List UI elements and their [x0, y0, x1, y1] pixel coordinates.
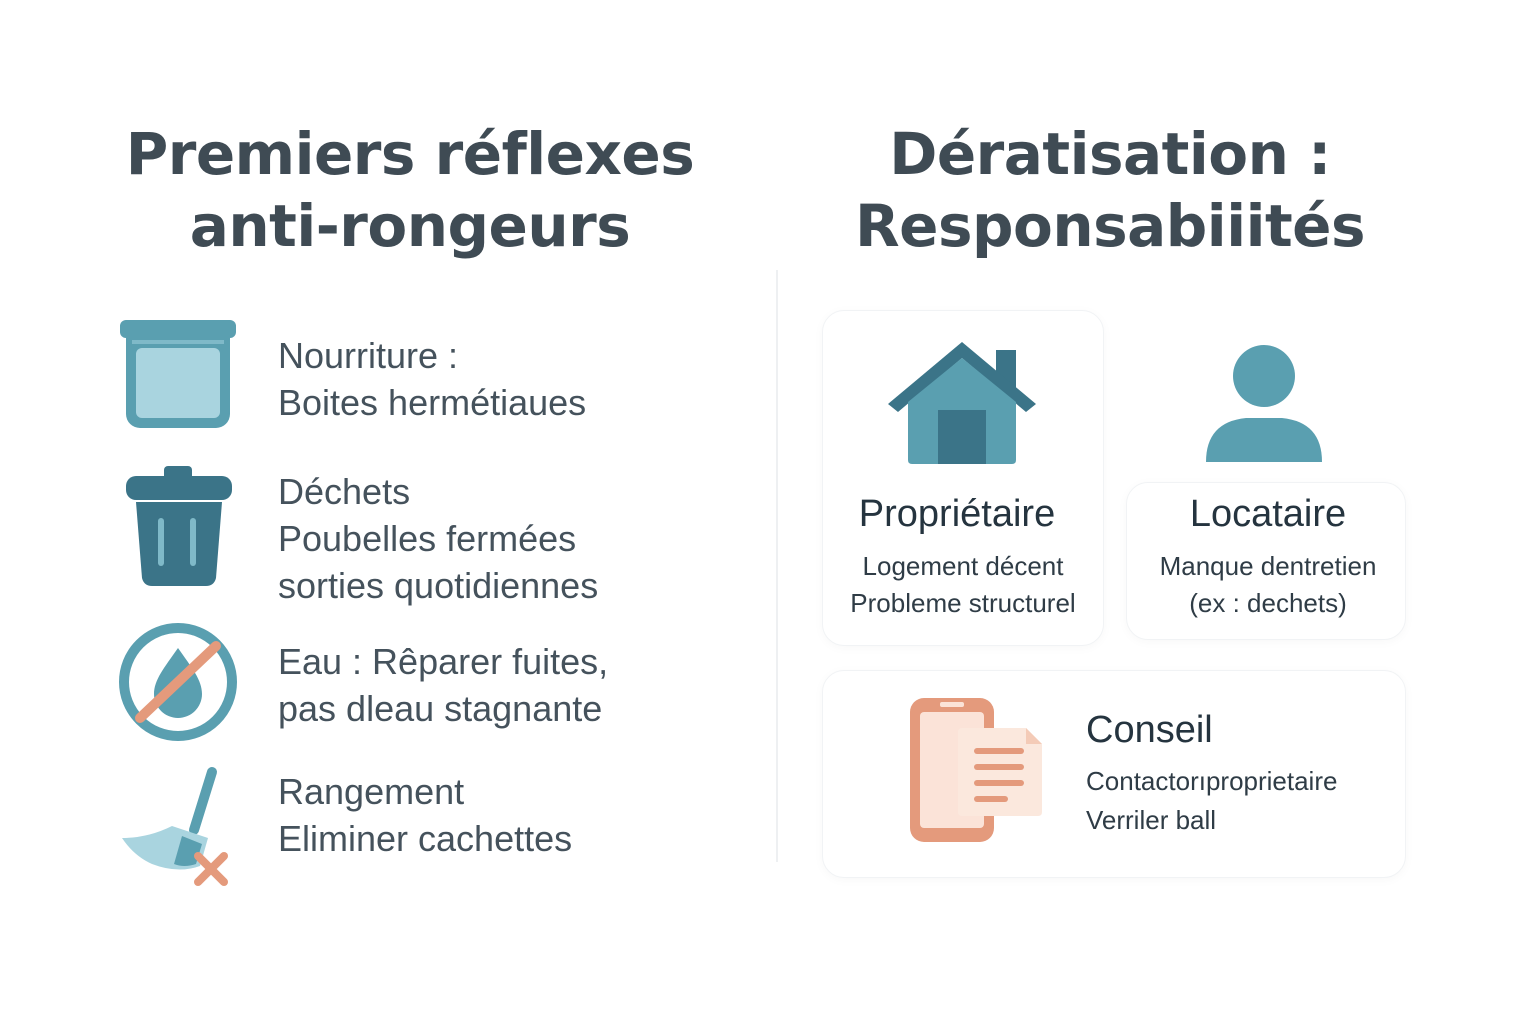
food-container-icon [112, 318, 244, 448]
left-title-line-1: Premiers réflexes [125, 120, 695, 188]
advice-line-2: Verriler ball [1086, 805, 1217, 835]
right-title-line-2: Responsabiiités [854, 192, 1366, 260]
tip-storage-line-2: Eliminer cachettes [278, 818, 573, 859]
owner-line-2: Probleme structurel [850, 588, 1076, 618]
owner-line-1: Logement décent [862, 551, 1064, 581]
tenant-title: Locataire [1189, 493, 1347, 535]
tip-waste-line-3: sorties quotidiennes [278, 565, 599, 606]
phone-document-icon [906, 694, 1046, 850]
tip-storage: Rangement Eliminer cachettes [112, 764, 732, 894]
broom-icon [112, 764, 244, 894]
panel-divider [776, 270, 778, 862]
tip-waste-line-2: Poubelles fermées [278, 518, 577, 559]
left-title-line-2: anti-rongeurs [189, 192, 631, 260]
tip-water-line-1: Eau : Rêparer fuites, [278, 641, 609, 682]
right-panel-title: Dératisation : Responsabiiités [790, 118, 1430, 262]
tip-food-text: Nourriture : Boites hermétiaues [278, 332, 738, 426]
tip-water-line-2: pas dleau stagnante [278, 688, 603, 729]
tip-food-line-2: Boites hermétiaues [278, 382, 587, 423]
tenant-line-1: Manque dentretien [1159, 551, 1377, 581]
tip-water-text: Eau : Rêparer fuites, pas dleau stagnant… [278, 638, 738, 732]
advice-line-1: Contactorıproprietaire [1086, 766, 1338, 796]
tenant-line-2: (ex : dechets) [1189, 588, 1347, 618]
tip-waste: Déchets Poubelles fermées sorties quotid… [112, 464, 732, 606]
left-panel-title: Premiers réflexes anti-rongeurs [60, 118, 760, 262]
no-water-icon [112, 618, 244, 748]
trash-bin-icon [112, 464, 244, 594]
tenant-card [1126, 482, 1406, 640]
tip-food-line-1: Nourriture : [278, 335, 459, 376]
tip-water: Eau : Rêparer fuites, pas dleau stagnant… [112, 618, 732, 748]
owner-title: Propriétaire [858, 493, 1056, 535]
person-icon [1202, 344, 1326, 470]
right-title-line-1: Dératisation : [889, 120, 1331, 188]
tip-waste-text: Déchets Poubelles fermées sorties quotid… [278, 468, 738, 609]
tip-storage-text: Rangement Eliminer cachettes [278, 768, 738, 862]
tip-food: Nourriture : Boites hermétiaues [112, 318, 732, 448]
tip-waste-line-1: Déchets [278, 471, 411, 512]
advice-title: Conseil [1086, 709, 1213, 751]
house-icon [886, 340, 1038, 470]
tip-storage-line-1: Rangement [278, 771, 465, 812]
